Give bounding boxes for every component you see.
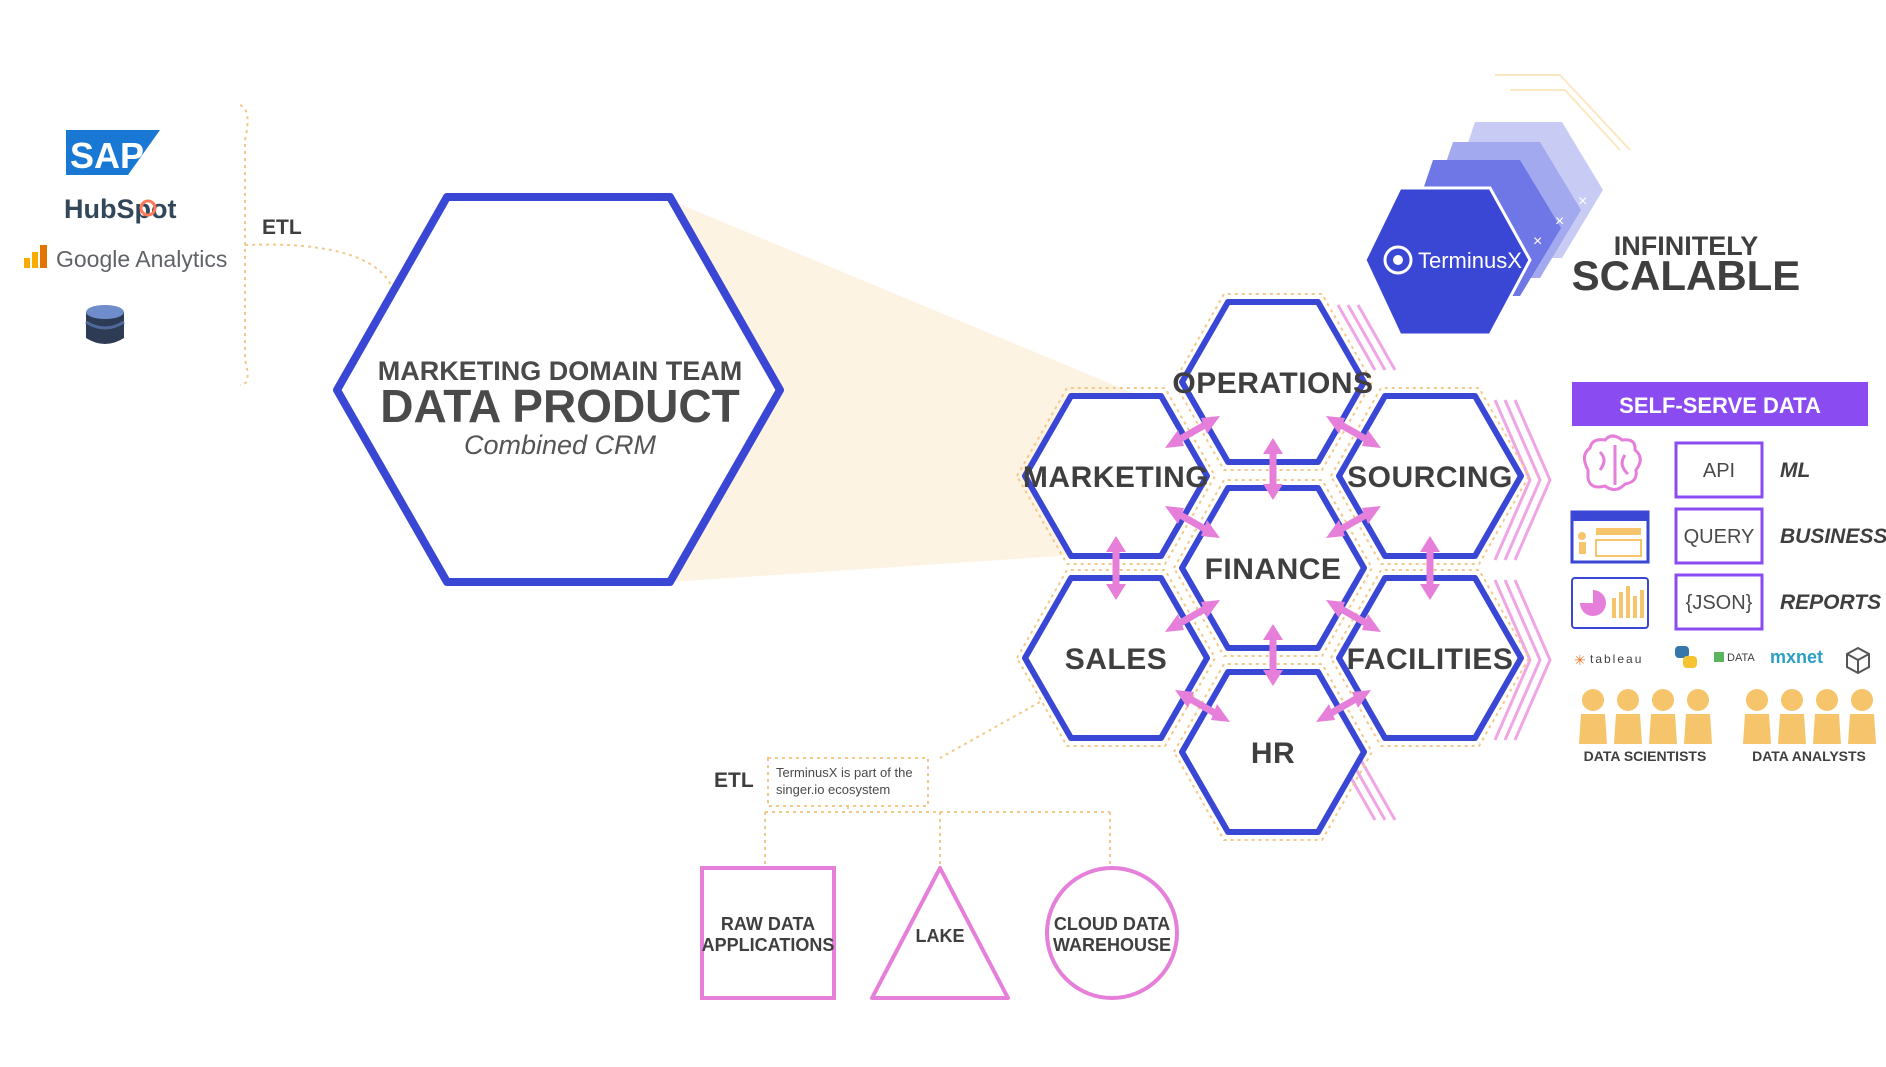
etl-label-bottom: ETL [714, 769, 754, 792]
svg-text:mxnet: mxnet [1770, 647, 1823, 667]
raw-data-applications-box[interactable]: RAW DATA APPLICATIONS [700, 866, 836, 1000]
svg-text:Google Analytics: Google Analytics [56, 246, 227, 272]
aws-cube-icon [1846, 646, 1870, 675]
domain-arrows [1106, 416, 1440, 722]
svg-text:×: × [1578, 193, 1587, 210]
domain-hex-hr[interactable]: HR [1179, 669, 1367, 835]
arrow-operations-finance [1263, 438, 1283, 500]
arrow-operations-sourcing [1326, 416, 1381, 448]
svg-text:WAREHOUSE: WAREHOUSE [1053, 935, 1171, 955]
label-sourcing: SOURCING [1347, 461, 1513, 494]
tool-logos: ✳ tableau DATA mxnet [1574, 646, 1870, 675]
svg-text:RAW DATA: RAW DATA [721, 914, 815, 934]
hubspot-sprocket-icon [139, 199, 157, 217]
self-serve-header [1572, 382, 1868, 426]
database-icon [85, 305, 125, 344]
arrow-finance-hr [1263, 624, 1283, 686]
svg-text:tableau: tableau [1590, 652, 1643, 666]
arrow-sourcing-facilities [1420, 536, 1440, 600]
arrow-sales-hr [1175, 690, 1230, 722]
cloud-data-warehouse-circle[interactable]: CLOUD DATA WAREHOUSE [1045, 866, 1179, 1000]
hex-halos [1015, 293, 1531, 841]
google-analytics-logo: Google Analytics [24, 245, 227, 272]
svg-text:HubSpot: HubSpot [64, 194, 176, 224]
lake-triangle[interactable]: LAKE [870, 866, 1010, 1000]
svg-text:TerminusX is part of the: TerminusX is part of the [776, 765, 913, 780]
domain-hex-finance[interactable]: FINANCE [1179, 485, 1367, 651]
svg-text:{JSON}: {JSON} [1686, 592, 1753, 614]
domain-hex-sourcing[interactable]: SOURCING [1336, 393, 1524, 559]
svg-text:LAKE: LAKE [916, 926, 965, 946]
data-product-title: DATA PRODUCT [380, 380, 739, 432]
arrow-sourcing-finance [1326, 506, 1381, 538]
sap-logo: SAP [66, 130, 160, 176]
svg-text:✳: ✳ [1574, 652, 1586, 668]
python-icon [1675, 646, 1697, 668]
domain-hex-marketing[interactable]: MARKETING [1022, 393, 1210, 559]
data-scientists-group: DATA SCIENTISTS [1579, 689, 1712, 764]
data-analysts-group: DATA ANALYSTS [1743, 689, 1876, 764]
query-box[interactable]: QUERY [1674, 507, 1764, 565]
label-sales: SALES [1065, 643, 1168, 676]
svg-text:INFINITELY: INFINITELY [1614, 231, 1759, 261]
svg-text:singer.io ecosystem: singer.io ecosystem [776, 782, 890, 797]
terminusx-brand: TerminusX [1418, 248, 1522, 273]
svg-text:CLOUD DATA: CLOUD DATA [1054, 914, 1170, 934]
terminusx-logo-icon [1383, 245, 1413, 275]
svg-text:×: × [1533, 233, 1542, 250]
scalable-heading: INFINITELY SCALABLE [1572, 231, 1801, 299]
domain-hex-facilities[interactable]: FACILITIES [1336, 575, 1524, 741]
dashboard-icon [1570, 510, 1650, 564]
svg-text:QUERY: QUERY [1684, 526, 1755, 548]
label-finance: FINANCE [1205, 553, 1342, 586]
svg-text:DATA SCIENTISTS: DATA SCIENTISTS [1584, 748, 1707, 764]
etl-connector-left: ETL [239, 104, 396, 386]
svg-text:SAP: SAP [70, 135, 144, 176]
analytics-bars-icon [24, 258, 30, 268]
arrow-marketing-finance [1165, 506, 1220, 538]
svg-text:DATA: DATA [1727, 652, 1755, 664]
json-box[interactable]: {JSON} [1674, 573, 1764, 631]
data-product-hex[interactable]: MARKETING DOMAIN TEAM DATA PRODUCT Combi… [333, 193, 784, 586]
data-sources: SAP HubSpot Google Analytics [24, 130, 227, 344]
team-label: MARKETING DOMAIN TEAM [378, 356, 742, 386]
domain-hex-sales[interactable]: SALES [1022, 575, 1210, 741]
singer-note: TerminusX is part of the singer.io ecosy… [776, 765, 913, 797]
arrow-finance-facilities [1326, 600, 1381, 632]
svg-text:SELF-SERVE DATA: SELF-SERVE DATA [1619, 393, 1821, 418]
use-ml: ML [1780, 459, 1810, 482]
data-kitchen-logo: DATA [1714, 652, 1755, 664]
use-reports: REPORTS [1780, 591, 1881, 614]
arrow-operations-marketing [1165, 416, 1220, 448]
terminusx-stack: × × × TerminusX [1363, 74, 1631, 337]
use-business: BUSINESS [1780, 525, 1886, 548]
data-product-subtitle: Combined CRM [464, 430, 657, 460]
label-operations: OPERATIONS [1172, 367, 1373, 400]
charts-icon [1571, 577, 1649, 629]
etl-label: ETL [262, 216, 302, 239]
terminusx-hex[interactable]: TerminusX [1363, 186, 1532, 337]
label-marketing: MARKETING [1023, 461, 1209, 494]
label-hr: HR [1251, 737, 1295, 770]
etl-connector-bottom [764, 701, 1111, 868]
svg-text:APPLICATIONS: APPLICATIONS [702, 935, 835, 955]
hubspot-logo: HubSpot [64, 194, 176, 224]
svg-text:API: API [1703, 460, 1735, 482]
svg-text:SCALABLE: SCALABLE [1572, 252, 1801, 299]
api-box[interactable]: API [1674, 441, 1764, 499]
tableau-logo: ✳ tableau [1574, 652, 1643, 668]
self-serve-panel: SELF-SERVE DATA API [1570, 382, 1886, 764]
svg-text:×: × [1555, 213, 1564, 230]
mxnet-logo: mxnet [1770, 647, 1823, 667]
arrow-facilities-hr [1316, 690, 1371, 722]
label-facilities: FACILITIES [1347, 643, 1514, 676]
brain-icon [1583, 434, 1642, 491]
svg-text:DATA ANALYSTS: DATA ANALYSTS [1752, 748, 1866, 764]
domain-hex-operations[interactable]: OPERATIONS [1172, 299, 1373, 465]
arrow-finance-sales [1165, 600, 1220, 632]
arrow-marketing-sales [1106, 536, 1126, 600]
